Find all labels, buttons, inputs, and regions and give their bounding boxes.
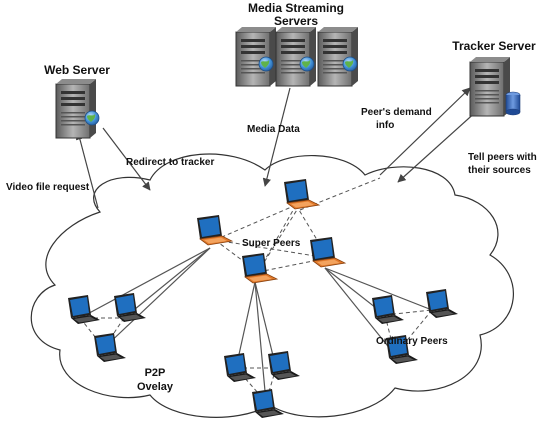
edge-media-data bbox=[262, 87, 291, 187]
video-request-label: Video file request bbox=[6, 182, 90, 193]
media-server-3 bbox=[317, 26, 359, 87]
globe-icon bbox=[299, 56, 315, 72]
demand-info-label-line2: info bbox=[376, 120, 394, 131]
edge-video-request bbox=[75, 131, 99, 209]
database-icon bbox=[505, 91, 521, 116]
media-server-2 bbox=[275, 26, 317, 87]
edge-tell-peers bbox=[397, 109, 479, 183]
demand-info-label-line1: Peer's demand bbox=[361, 107, 432, 118]
web-server-title: Web Server bbox=[44, 63, 110, 77]
tracker-server bbox=[469, 56, 511, 117]
web-server bbox=[55, 78, 97, 139]
media-server-1 bbox=[235, 26, 277, 87]
globe-icon bbox=[258, 56, 274, 72]
super-to-ordinary-links bbox=[79, 247, 433, 403]
overlay-label-line1: P2P bbox=[145, 367, 166, 379]
super-peers-label: Super Peers bbox=[242, 238, 301, 249]
globe-icon bbox=[342, 56, 358, 72]
redirect-label: Redirect to tracker bbox=[126, 157, 214, 168]
media-servers-title-line2: Servers bbox=[274, 14, 318, 28]
p2p-overlay-cloud bbox=[30, 153, 514, 418]
media-servers-title-line1: Media Streaming bbox=[248, 1, 344, 15]
tell-peers-label-line1: Tell peers with bbox=[468, 152, 537, 163]
tell-peers-label-line2: their sources bbox=[468, 165, 531, 176]
overlay-label-line2: Ovelay bbox=[137, 381, 174, 393]
tracker-server-title: Tracker Server bbox=[452, 39, 536, 53]
edge-redirect bbox=[102, 127, 151, 191]
edge-demand-info bbox=[379, 87, 471, 176]
media-data-label: Media Data bbox=[247, 124, 300, 135]
ordinary-peers-label: Ordinary Peers bbox=[376, 336, 448, 347]
media-streaming-servers bbox=[235, 26, 359, 87]
globe-icon bbox=[84, 110, 100, 126]
